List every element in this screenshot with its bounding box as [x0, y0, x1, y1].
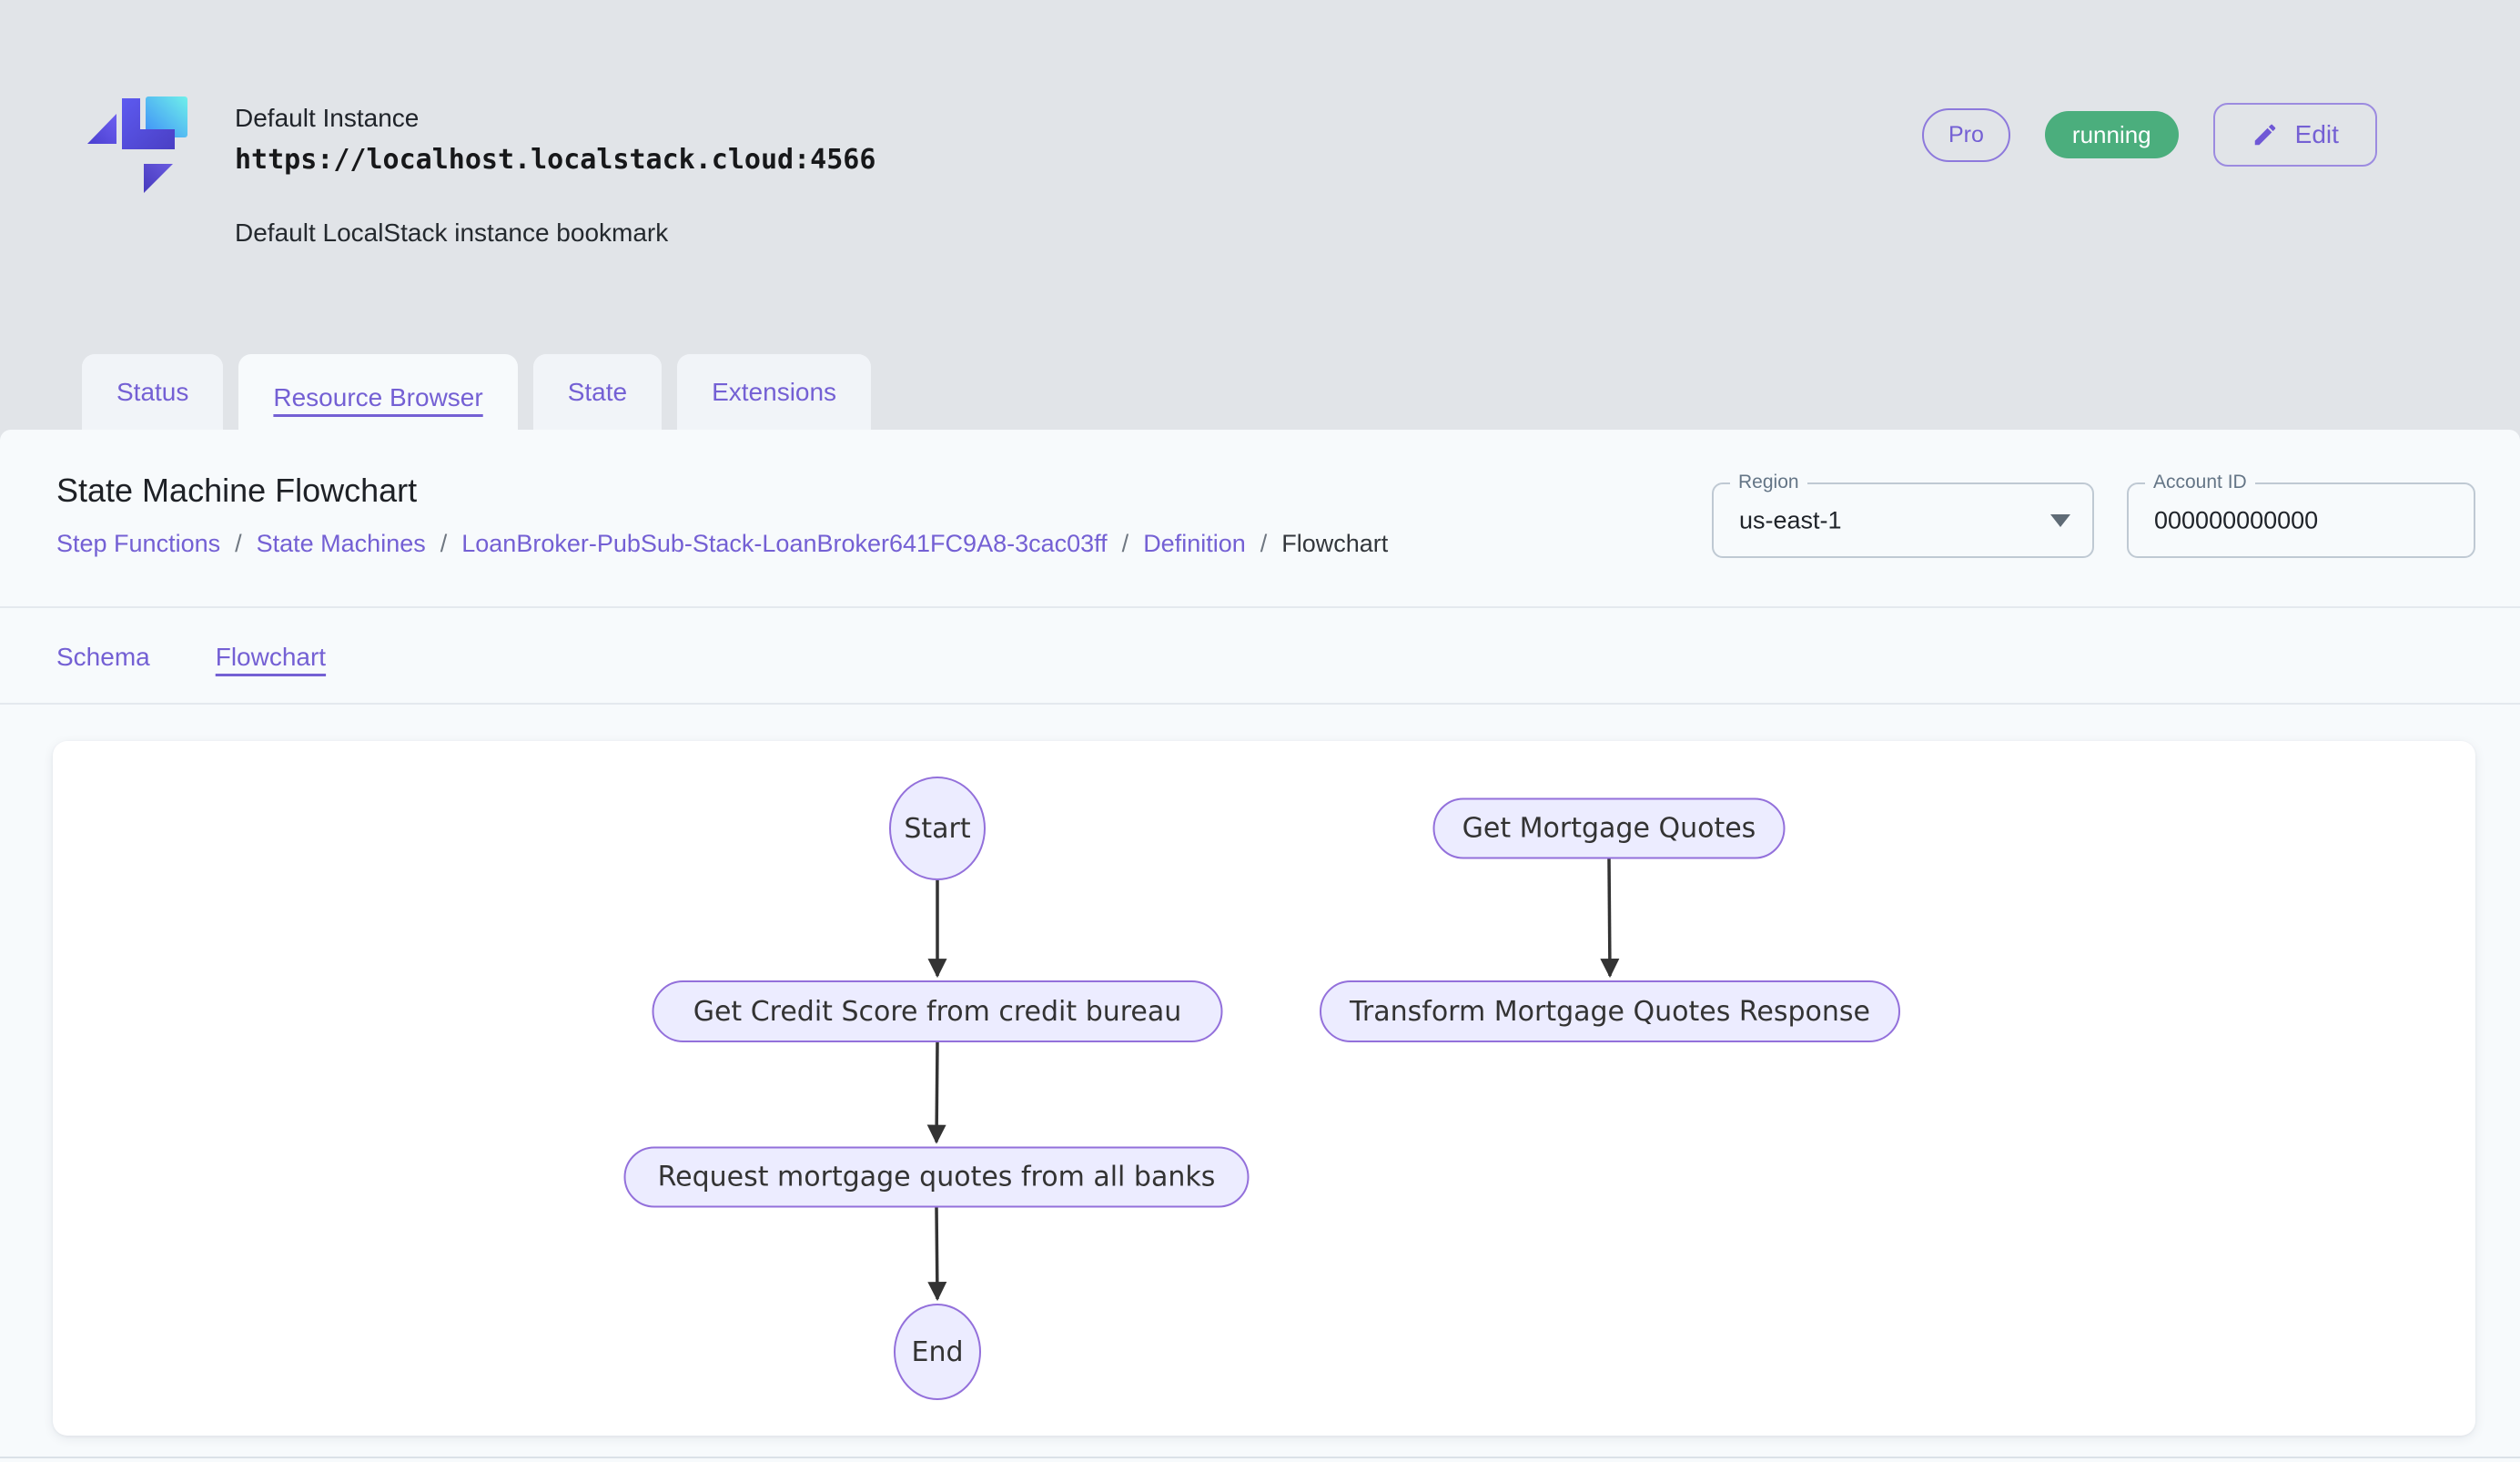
account-id-field[interactable]: Account ID 000000000000: [2127, 472, 2475, 558]
breadcrumb-item-definition[interactable]: Definition: [1143, 530, 1246, 557]
instance-description: Default LocalStack instance bookmark: [235, 218, 669, 247]
breadcrumb-separator: /: [1260, 530, 1268, 557]
divider: [0, 1457, 2520, 1458]
dropdown-arrow-icon: [2050, 513, 2070, 527]
flowchart-node-end: End: [894, 1304, 981, 1400]
tab-label: Status: [116, 377, 189, 406]
account-id-value: 000000000000: [2154, 506, 2319, 533]
tab-label: Extensions: [712, 377, 837, 406]
flowchart-edge-gmq-transform: [1600, 858, 1620, 979]
flowchart-edges: [926, 858, 1620, 1302]
edit-button[interactable]: Edit: [2212, 103, 2377, 167]
tab-label: State: [567, 377, 628, 406]
account-id-label: Account ID: [2145, 472, 2255, 492]
flowchart-node-gmq: Get Mortgage Quotes: [1432, 797, 1786, 859]
subtab-schema[interactable]: Schema: [56, 643, 150, 671]
pro-badge: Pro: [1922, 107, 2010, 162]
edit-button-label: Edit: [2294, 120, 2339, 148]
breadcrumb: Step Functions / State Machines / LoanBroker…: [56, 530, 1388, 558]
breadcrumb-separator: /: [1121, 530, 1129, 557]
breadcrumb-separator: /: [440, 530, 448, 557]
breadcrumb-separator: /: [235, 530, 242, 557]
instance-header: Default Instance https://localhost.local…: [235, 102, 875, 249]
content-panel: State Machine Flowchart Step Functions/S…: [0, 430, 2520, 1462]
region-label: Region: [1730, 472, 1807, 492]
page-title: State Machine Flowchart: [56, 472, 418, 509]
subtab-flowchart[interactable]: Flowchart: [215, 643, 327, 671]
instance-name: Default Instance: [235, 104, 420, 132]
status-badge: running: [2044, 111, 2179, 158]
breadcrumb-item-loanbroker-pubsub-stack-loanbroker641fc9a8-3cac03ff[interactable]: LoanBroker-PubSub-Stack-LoanBroker641FC9…: [461, 530, 1108, 557]
header-controls: Pro running Edit: [1922, 91, 2386, 178]
instance-url: https://localhost.localstack.cloud:4566: [235, 144, 876, 176]
tab-extensions[interactable]: Extensions: [677, 354, 872, 430]
divider: [0, 703, 2520, 705]
breadcrumb-item-state-machines[interactable]: State Machines: [256, 530, 426, 557]
flowchart-edge-request-end: [927, 1207, 947, 1302]
localstack-logo: [87, 96, 187, 193]
tab-state[interactable]: State: [532, 354, 663, 430]
tab-resource-browser[interactable]: Resource Browser: [238, 354, 518, 441]
divider: [0, 606, 2520, 608]
flowchart-node-request: Request mortgage quotes from all banks: [623, 1146, 1250, 1208]
flowchart-node-credit: Get Credit Score from credit bureau: [652, 980, 1223, 1042]
breadcrumb-item-flowchart: Flowchart: [1281, 530, 1389, 557]
flowchart-edge-credit-request: [926, 1041, 946, 1144]
flowchart-node-transform: Transform Mortgage Quotes Response: [1320, 980, 1900, 1042]
region-select[interactable]: Region us-east-1: [1712, 472, 2094, 558]
tab-label: Resource Browser: [273, 382, 483, 411]
flowchart-node-start: Start: [889, 777, 986, 880]
subtab-bar: Schema Flowchart: [56, 632, 326, 683]
tab-bar: Status Resource Browser State Extensions: [82, 354, 872, 441]
edit-pencil-icon: [2254, 124, 2275, 146]
tab-status[interactable]: Status: [82, 354, 224, 430]
region-value: us-east-1: [1739, 506, 1842, 533]
breadcrumb-item-step-functions[interactable]: Step Functions: [56, 530, 221, 557]
